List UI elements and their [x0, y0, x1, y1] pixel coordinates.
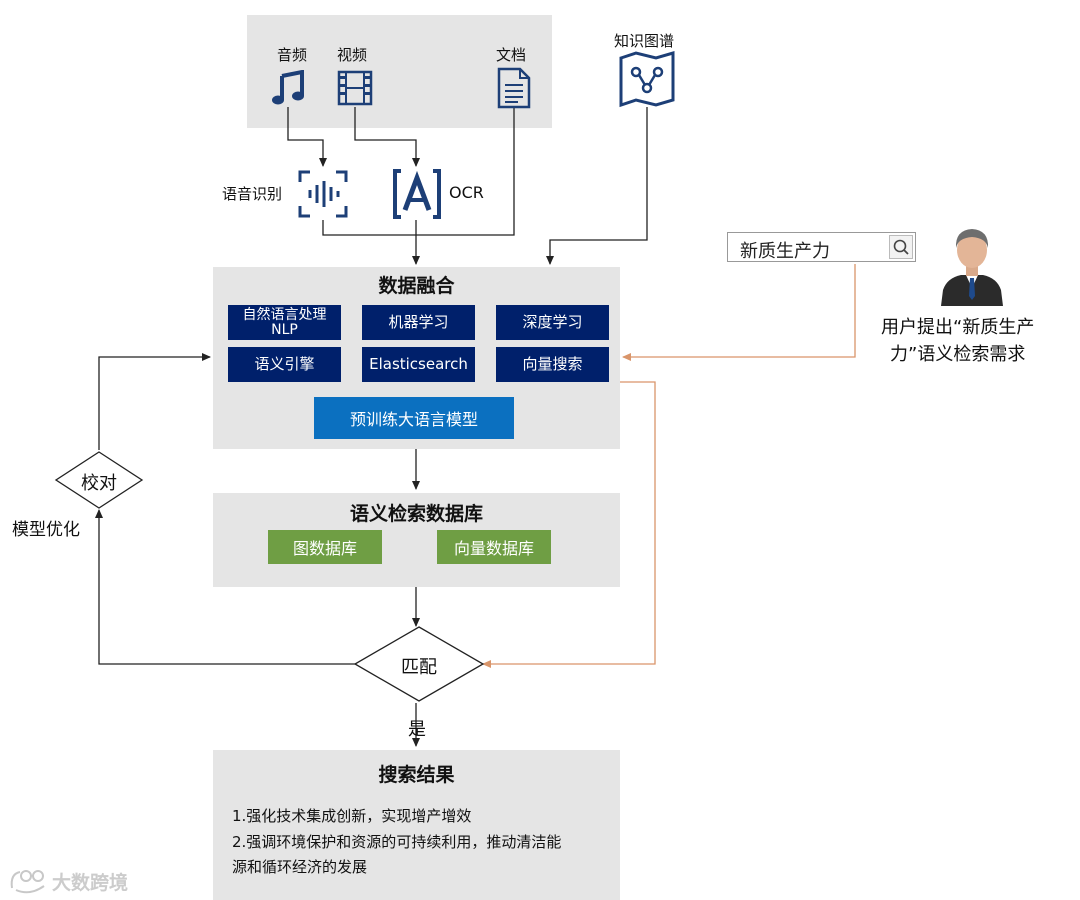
film-strip-icon	[337, 70, 373, 106]
knowledge-graph-map-icon	[619, 50, 675, 108]
result-line-2: 2.强调环境保护和资源的可持续利用，推动清洁能	[232, 833, 562, 851]
yes-label: 是	[408, 719, 426, 740]
user-caption-line-2: 力”语义检索需求	[890, 344, 1026, 365]
document-icon	[497, 67, 531, 109]
ocr-label: OCR	[449, 183, 484, 202]
graph-database-box: 图数据库	[268, 530, 382, 564]
video-label: 视频	[337, 46, 368, 64]
result-line-3: 源和循环经济的发展	[232, 858, 368, 876]
vector-database-box: 向量数据库	[437, 530, 551, 564]
ocr-scan-icon	[393, 169, 441, 219]
module-machine-learning: 机器学习	[362, 305, 475, 340]
model-optimization-label: 模型优化	[12, 520, 80, 540]
search-input[interactable]: 新质生产力	[727, 232, 916, 262]
search-result-title: 搜索结果	[378, 764, 455, 786]
match-label: 匹配	[401, 657, 437, 678]
document-label: 文档	[496, 46, 527, 64]
speech-recognition-label: 语音识别	[222, 185, 283, 203]
watermark-logo-icon	[10, 870, 45, 894]
pretrained-llm-box: 预训练大语言模型	[314, 397, 514, 439]
knowledge-graph-label: 知识图谱	[614, 32, 675, 50]
module-semantic-engine: 语义引擎	[228, 347, 341, 382]
watermark-text: 大数跨境	[52, 872, 129, 894]
search-result-panel	[213, 750, 620, 900]
proofread-label: 校对	[81, 473, 117, 494]
result-line-1: 1.强化技术集成创新，实现增产增效	[232, 807, 472, 825]
data-fusion-title: 数据融合	[378, 275, 455, 297]
search-icon	[893, 239, 909, 255]
module-vector-search: 向量搜索	[496, 347, 609, 382]
user-avatar-icon	[941, 229, 1003, 306]
music-note-icon	[272, 70, 304, 105]
user-caption-line-1: 用户提出“新质生产	[881, 317, 1035, 338]
module-nlp: 自然语言处理NLP	[228, 305, 341, 340]
search-button[interactable]	[889, 235, 913, 259]
voice-wave-icon	[298, 170, 348, 218]
semantic-database-title: 语义检索数据库	[349, 503, 483, 525]
search-query-text: 新质生产力	[740, 241, 830, 262]
module-deep-learning: 深度学习	[496, 305, 609, 340]
audio-label: 音频	[277, 46, 308, 64]
module-elasticsearch: Elasticsearch	[362, 347, 475, 382]
